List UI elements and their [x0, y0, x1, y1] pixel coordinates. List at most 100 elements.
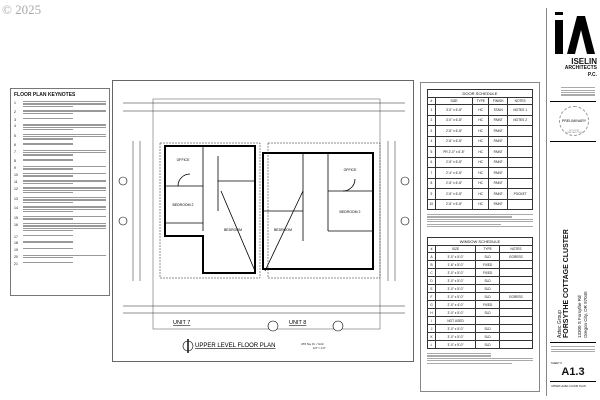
keynote-number: 10 — [14, 173, 18, 178]
sheet-title: UPPER LEVEL FLOOR PLAN — [551, 385, 586, 388]
table-cell: STAIN — [488, 104, 509, 116]
table-cell: G — [426, 300, 437, 310]
table-cell: A — [426, 252, 437, 262]
keynote-item: 3 — [14, 117, 106, 122]
table-cell: H — [426, 308, 437, 318]
plan-area: 476 Sq. Ft. / Unit — [301, 342, 324, 346]
table-cell: FIXED — [475, 300, 501, 310]
table-cell: 2'-6" x 6'-8" — [434, 125, 474, 137]
table-cell — [507, 177, 533, 189]
table-cell: K — [426, 332, 437, 342]
table-cell: HC — [472, 114, 490, 126]
table-cell — [507, 198, 533, 210]
column-header: NOTES — [507, 97, 533, 105]
table-cell: HC — [472, 177, 490, 189]
keynote-number: 7 — [14, 149, 16, 154]
table-cell: 2'-6" x 6'-8" — [434, 156, 474, 168]
preliminary-stamp: PRELIMINARY NOT FOR CONSTRUCTION — [559, 106, 589, 136]
keynote-number: 12 — [14, 187, 18, 192]
window-schedule-title: WINDOW SCHEDULE — [427, 237, 533, 246]
keynote-item: 21 — [14, 261, 106, 266]
table-cell: 2'-6" x 6'-8" — [434, 177, 474, 189]
keynote-number: 14 — [14, 206, 18, 211]
table-cell — [507, 156, 533, 168]
table-cell — [499, 340, 533, 350]
keynote-item: 5 — [14, 133, 106, 141]
plan-title: UPPER LEVEL FLOOR PLAN — [195, 343, 275, 349]
keynote-item: 13 — [14, 196, 106, 204]
table-cell — [507, 125, 533, 137]
column-header: SIZE — [435, 245, 477, 254]
table-cell: J — [426, 324, 437, 334]
table-cell: 6 — [427, 156, 436, 168]
table-cell: SLD — [475, 340, 501, 350]
table-cell: SLD — [475, 324, 501, 334]
table-cell: HC — [472, 146, 490, 158]
table-cell: HC — [472, 125, 490, 137]
unit-8-label: UNIT 8 — [289, 320, 306, 326]
table-cell: 3'-0" x 5'-0" — [435, 308, 477, 318]
table-cell: EGRESS — [499, 252, 533, 262]
column-header: # — [427, 97, 436, 105]
table-cell: 2 — [427, 114, 436, 126]
table-cell: SLD — [475, 332, 501, 342]
title-block: ISELIN ARCHITECTS P.C. PRELIMINARY NOT F… — [546, 8, 598, 396]
keynote-item: 8 — [14, 159, 106, 163]
keynote-item: 6 — [14, 143, 106, 147]
table-cell: 7 — [427, 167, 436, 179]
table-cell: 1 — [427, 104, 436, 116]
room-label: BEDROOM — [274, 228, 292, 232]
table-cell: 4 — [427, 135, 436, 147]
column-header: TYPE — [472, 97, 490, 105]
table-cell: C — [426, 268, 437, 278]
keynote-number: 8 — [14, 159, 16, 164]
room-label: BEDROOM — [224, 228, 242, 232]
table-cell — [499, 284, 533, 294]
column-header: TYPE — [475, 245, 501, 254]
table-cell: PR 2'-0" x 6'-8" — [434, 146, 474, 158]
keynote-item: 4 — [14, 124, 106, 131]
table-cell: 3'-0" x 5'-0" — [435, 268, 477, 278]
stamp-text: PRELIMINARY — [561, 119, 587, 123]
project-address-2: Oregon City, OR 97045 — [583, 291, 588, 338]
firm-logo — [555, 12, 595, 54]
table-cell: 3'-0" x 5'-0" — [435, 332, 477, 342]
room-label: BEDROOM 2 — [339, 210, 360, 214]
door-schedule-title: DOOR SCHEDULE — [427, 89, 533, 97]
table-cell: 3'-0" x 5'-0" — [435, 292, 477, 302]
copyright: © 2025 — [2, 2, 42, 17]
table-cell: HC — [472, 135, 490, 147]
table-cell: PAINT — [488, 135, 509, 147]
table-cell — [499, 276, 533, 286]
table-cell: 3'-0" x 5'-0" — [435, 340, 477, 350]
keynote-number: 1 — [14, 101, 16, 105]
keynote-item: 18 — [14, 241, 106, 245]
keynote-item: 10 — [14, 173, 106, 178]
table-cell: 2'-6" x 6'-8" — [434, 198, 474, 210]
column-header: SIZE — [434, 97, 474, 105]
keynote-item: 9 — [14, 165, 106, 171]
keynote-item: 2 — [14, 110, 106, 115]
table-cell: 3'-0" x 5'-0" — [435, 324, 477, 334]
project-name: FORSYTHE COTTAGE CLUSTER — [563, 229, 570, 338]
keynote-number: 3 — [14, 117, 16, 122]
table-cell: PAINT — [488, 177, 509, 189]
keynote-item: 17 — [14, 234, 106, 239]
floor-plan-drawing: OFFICE BEDROOM 2 BEDROOM OFFICE BEDROOM … — [118, 98, 410, 353]
table-cell: 3'-0" x 5'-0" — [435, 252, 477, 262]
keynotes-title: FLOOR PLAN KEYNOTES — [14, 92, 76, 98]
table-cell: PAINT — [488, 167, 509, 179]
table-cell: D — [426, 276, 437, 286]
table-cell — [499, 268, 533, 278]
firm-name-line3: P.C. — [587, 72, 597, 78]
room-label: OFFICE — [177, 158, 190, 162]
